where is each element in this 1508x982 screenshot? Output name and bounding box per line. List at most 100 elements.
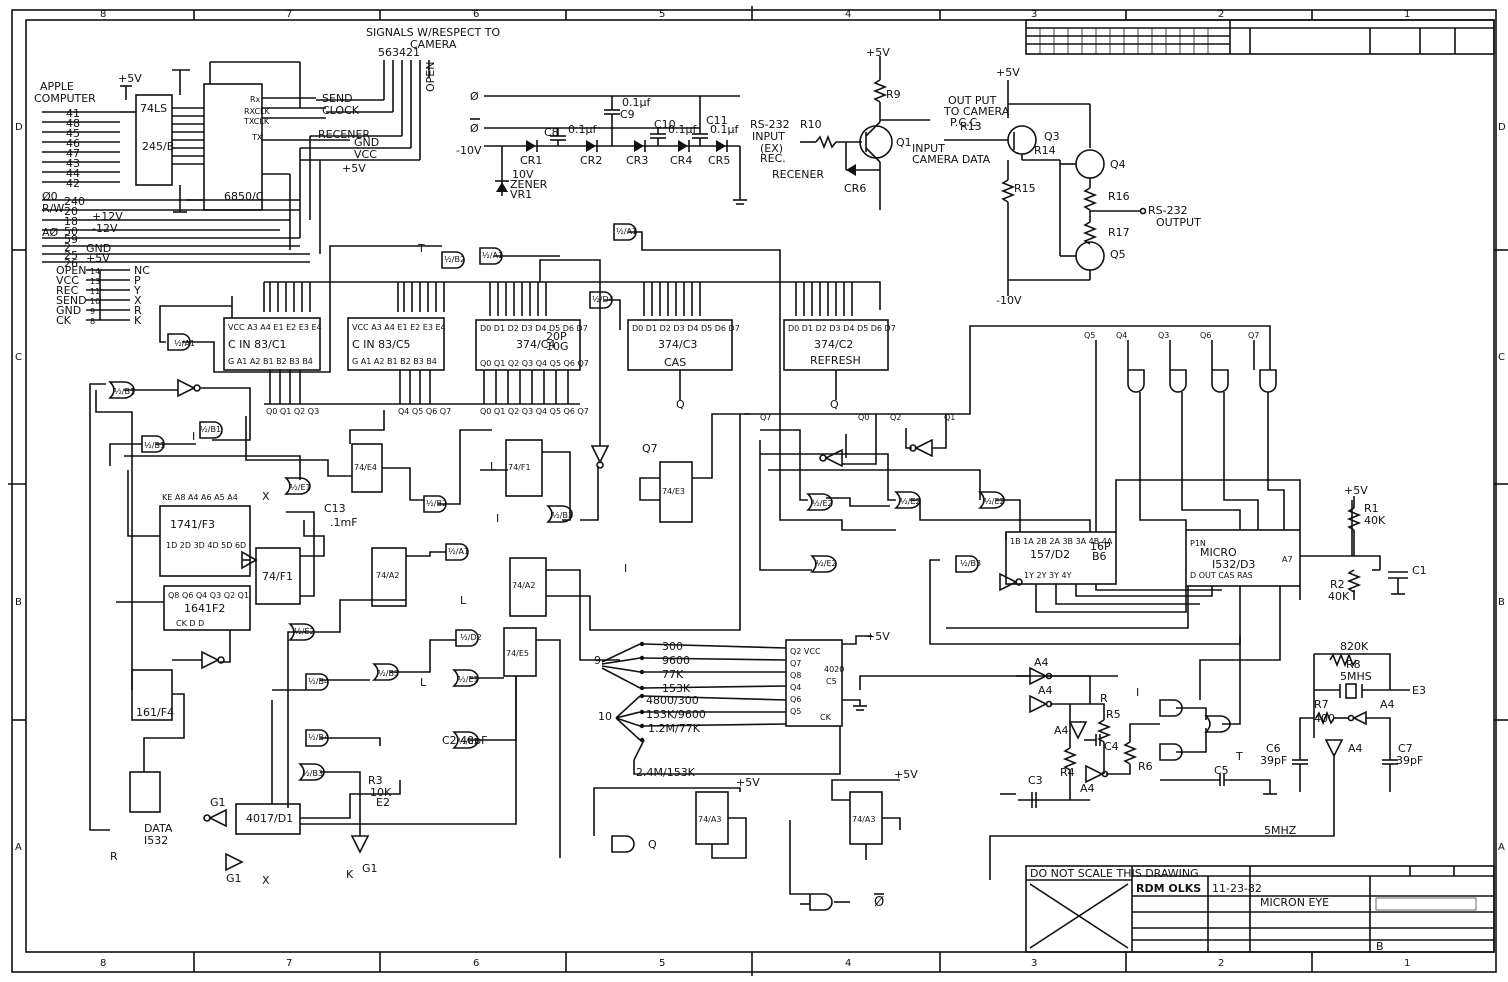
svg-text:X: X: [262, 490, 270, 503]
svg-text:6: 6: [473, 958, 479, 969]
svg-text:0.1µf: 0.1µf: [622, 96, 651, 109]
svg-text:B6: B6: [1092, 550, 1107, 563]
svg-text:MICRO: MICRO: [1200, 546, 1237, 559]
svg-text:R5: R5: [1106, 708, 1121, 721]
svg-text:1Y 2Y 3Y 4Y: 1Y 2Y 3Y 4Y: [1024, 571, 1072, 580]
svg-text:10: 10: [90, 297, 100, 306]
svg-text:½/B2: ½/B2: [444, 255, 465, 264]
svg-text:D0 D1 D2 D3 D4 D5 D6 D7: D0 D1 D2 D3 D4 D5 D6 D7: [632, 324, 740, 333]
svg-text:11: 11: [90, 287, 100, 296]
svg-text:161/F4: 161/F4: [136, 706, 174, 719]
svg-text:+5V: +5V: [1344, 484, 1368, 497]
svg-text:1: 1: [1404, 9, 1410, 20]
svg-text:G1: G1: [210, 796, 226, 809]
svg-text:E3: E3: [1412, 684, 1426, 697]
svg-text:½/E1: ½/E1: [458, 675, 479, 684]
revision-block: [1025, 19, 1495, 55]
svg-text:I: I: [192, 430, 195, 443]
svg-text:KE A8 A4 A6 A5 A4: KE A8 A4 A6 A5 A4: [162, 493, 238, 502]
svg-text:P1N: P1N: [1190, 539, 1206, 548]
svg-text:74/A2: 74/A2: [376, 571, 399, 580]
svg-text:74/F1: 74/F1: [508, 463, 531, 472]
svg-text:CR3: CR3: [626, 154, 648, 167]
svg-text:74/E4: 74/E4: [354, 463, 377, 472]
svg-text:½/B3: ½/B3: [378, 669, 399, 678]
svg-text:VCC: VCC: [56, 274, 79, 287]
svg-text:Q: Q: [676, 398, 685, 411]
svg-text:R9: R9: [886, 88, 901, 101]
svg-text:0.1µf: 0.1µf: [568, 123, 597, 136]
chip-6850-label: 6850/C: [224, 190, 264, 203]
svg-text:Q7: Q7: [760, 413, 771, 422]
svg-text:.1mF: .1mF: [330, 516, 358, 529]
svg-text:R2: R2: [1330, 578, 1345, 591]
svg-text:RXCLK: RXCLK: [244, 107, 271, 116]
svg-text:C: C: [1498, 352, 1505, 363]
svg-text:INPUT: INPUT: [912, 142, 945, 155]
svg-text:40K: 40K: [1328, 590, 1350, 603]
svg-text:25: 25: [64, 249, 78, 262]
zone-labels: 8 7 6 5 4 3 2 1 8 7 6 5 4 3 2 1 D C B A …: [15, 9, 1506, 969]
svg-text:18: 18: [64, 215, 78, 228]
svg-text:Q7: Q7: [790, 659, 801, 668]
svg-text:D: D: [15, 122, 23, 133]
svg-text:I: I: [1136, 686, 1139, 699]
svg-text:41: 41: [66, 107, 80, 120]
svg-text:A: A: [1498, 842, 1505, 853]
svg-text:NC: NC: [134, 264, 150, 277]
svg-text:374/C4: 374/C4: [516, 338, 555, 351]
svg-text:½/B1: ½/B1: [200, 425, 221, 434]
svg-text:CAS: CAS: [664, 356, 686, 369]
svg-text:R4: R4: [1060, 766, 1075, 779]
svg-text:RECENER: RECENER: [318, 128, 370, 141]
svg-text:1.2M/77K: 1.2M/77K: [648, 722, 701, 735]
svg-text:4017/D1: 4017/D1: [246, 812, 293, 825]
svg-text:7: 7: [286, 9, 292, 20]
svg-text:Q1: Q1: [896, 136, 912, 149]
svg-text:Q: Q: [648, 838, 657, 851]
svg-text:SIGNALS W/RESPECT TO: SIGNALS W/RESPECT TO: [366, 26, 500, 39]
svg-text:A: A: [15, 842, 22, 853]
svg-text:+5V: +5V: [894, 768, 918, 781]
svg-text:SEND: SEND: [56, 294, 87, 307]
svg-text:Q6: Q6: [790, 695, 801, 704]
svg-text:D0 D1 D2 D3 D4 D5 D6 D7: D0 D1 D2 D3 D4 D5 D6 D7: [480, 324, 588, 333]
svg-text:153K/9600: 153K/9600: [646, 708, 706, 721]
svg-text:A7: A7: [1282, 555, 1293, 564]
svg-text:½/A1: ½/A1: [616, 227, 637, 236]
svg-text:L: L: [460, 594, 467, 607]
svg-text:6: 6: [473, 9, 479, 20]
svg-text:47: 47: [66, 147, 80, 160]
svg-text:Q3: Q3: [1044, 130, 1060, 143]
svg-text:½/A1: ½/A1: [448, 547, 469, 556]
svg-text:Q5: Q5: [1084, 331, 1095, 340]
title-block: DO NOT SCALE THIS DRAWING RDM OLKS 11-23…: [1025, 865, 1495, 953]
svg-text:Q0 Q1 Q2 Q3: Q0 Q1 Q2 Q3: [266, 407, 319, 416]
svg-text:R3: R3: [368, 774, 383, 787]
svg-text:A4: A4: [1054, 724, 1069, 737]
svg-text:I: I: [496, 512, 499, 525]
svg-text:Q0 Q1 Q2 Q3 Q4 Q5 Q6 Q7: Q0 Q1 Q2 Q3 Q4 Q5 Q6 Q7: [480, 407, 589, 416]
svg-text:2: 2: [1218, 9, 1224, 20]
svg-text:Q8 Q6 Q4 Q3 Q2 Q1: Q8 Q6 Q4 Q3 Q2 Q1: [168, 591, 249, 600]
svg-text:R: R: [1100, 692, 1108, 705]
svg-text:1D 2D 3D 4D 5D 6D: 1D 2D 3D 4D 5D 6D: [166, 541, 246, 550]
svg-text:59: 59: [64, 233, 78, 246]
svg-text:OUT PUT: OUT PUT: [948, 94, 997, 107]
signal-legend: OPEN VCC REC SEND GND CK 14 13 11 10 9 8…: [56, 264, 150, 327]
svg-text:74/A2: 74/A2: [512, 581, 535, 590]
svg-text:39pF: 39pF: [1260, 754, 1287, 767]
svg-text:E2: E2: [376, 796, 390, 809]
svg-text:42: 42: [66, 177, 80, 190]
svg-text:C1: C1: [1412, 564, 1427, 577]
svg-text:B: B: [1498, 597, 1505, 608]
svg-text:4: 4: [845, 9, 851, 20]
svg-text:T: T: [1235, 750, 1243, 763]
svg-text:X: X: [262, 874, 270, 887]
svg-text:A4: A4: [1038, 684, 1053, 697]
svg-text:I532/D3: I532/D3: [1212, 558, 1255, 571]
svg-text:Q2: Q2: [890, 413, 901, 422]
svg-text:I: I: [550, 508, 553, 521]
svg-text:C8: C8: [544, 126, 559, 139]
